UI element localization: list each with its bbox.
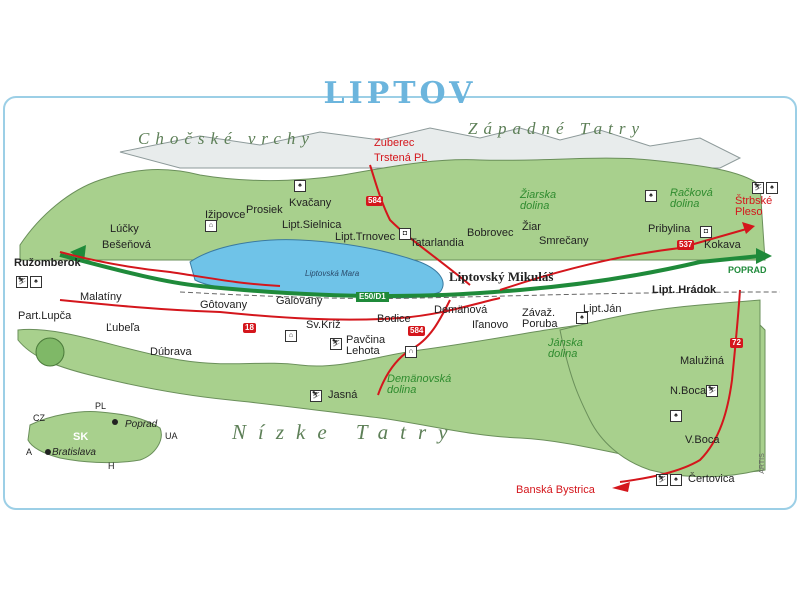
place-lucky: Lúčky xyxy=(110,223,139,235)
place-bobrovec: Bobrovec xyxy=(467,227,514,239)
ski-icon: ⛷ xyxy=(752,182,764,194)
road-ruzomberok-north xyxy=(59,251,281,287)
monument-icon: ⌂ xyxy=(205,220,217,232)
place-demanova: Demänová xyxy=(434,304,488,316)
cable-car-icon: ◘ xyxy=(700,226,712,238)
road-arrow-strbske xyxy=(742,222,755,234)
place-malatiny: Malatíny xyxy=(80,291,122,303)
place-part-lupca: Part.Lupča xyxy=(18,310,72,322)
place-sv-kriz: Sv.Kríž xyxy=(306,319,341,331)
label-liptovska-mara: Liptovská Mara xyxy=(305,269,360,278)
road-arrow-banska xyxy=(612,482,630,492)
compass-emblem xyxy=(35,337,65,367)
dest-strbske-pleso: Štrbské Pleso xyxy=(735,195,773,218)
inset-slovakia xyxy=(27,411,162,464)
cave-icon: ∩ xyxy=(405,346,417,358)
valley-demanovska: Demänovská dolina xyxy=(387,373,452,396)
inset-label-h: H xyxy=(108,461,115,471)
place-n-boca: N.Boca xyxy=(670,385,707,397)
hiking-icon: ♠ xyxy=(294,180,306,192)
place-pribylina: Pribylina xyxy=(648,223,691,235)
inset-label-ua: UA xyxy=(165,431,178,441)
place-jasna: Jasná xyxy=(328,389,358,401)
inset-label-pl: PL xyxy=(95,401,107,411)
bratislava-airport-icon xyxy=(45,449,51,455)
place-tatarlandia: Tatarlandia xyxy=(410,237,464,249)
place-gotovany: Gôtovany xyxy=(200,299,248,311)
road-sign-72: 72 xyxy=(730,338,743,348)
place-lipt-hradok: Lipt. Hrádok xyxy=(652,284,717,296)
cable-car-icon: ◘ xyxy=(399,228,411,240)
ski-icon: ⛷ xyxy=(310,390,322,402)
road-sign-18: 18 xyxy=(243,323,256,333)
hiking-icon: ♠ xyxy=(576,312,588,324)
road-sign-584-south: 584 xyxy=(408,326,426,336)
label-chocske-vrchy: Chočské vrchy xyxy=(138,129,315,148)
hiking-icon: ♠ xyxy=(645,190,657,202)
place-maluzina: Malužiná xyxy=(680,355,725,367)
road-537 xyxy=(499,227,751,291)
dest-trstena: Trstená PL xyxy=(374,152,428,164)
hiking-icon: ♠ xyxy=(766,182,778,194)
place-izipovce: Ižipovce xyxy=(205,209,246,221)
railway xyxy=(179,291,781,300)
place-prosiek: Prosiek xyxy=(246,204,283,216)
place-certovica: Čertovica xyxy=(688,473,735,485)
valley-ziarska: Žiarska dolina xyxy=(520,189,557,212)
monument-icon: ⌂ xyxy=(285,330,297,342)
place-kokava: Kokava xyxy=(704,239,741,251)
ski-icon: ⛷ xyxy=(656,474,668,486)
road-sign-584-north: 584 xyxy=(366,196,384,206)
dest-poprad: POPRAD xyxy=(728,265,767,275)
place-lubela: Ľubeľa xyxy=(106,322,140,334)
hiking-icon: ♠ xyxy=(670,474,682,486)
place-v-boca: V.Boca xyxy=(685,434,720,446)
northern-hills xyxy=(19,157,766,261)
valley-janska: Jánska dolina xyxy=(548,337,583,360)
place-pavcina-lehota: Pavčina Lehota xyxy=(346,334,386,357)
inset-label-sk: SK xyxy=(73,431,89,443)
place-lipt-trnovec: Lipt.Trnovec xyxy=(335,231,396,243)
highway-arrow-east xyxy=(756,248,772,264)
southeast-hills xyxy=(559,299,761,478)
label-zapadne-tatry: Západné Tatry xyxy=(468,119,646,138)
inset-label-a: A xyxy=(26,447,33,457)
place-lipt-jan: Lipt.Ján xyxy=(583,303,622,315)
label-nizke-tatry: Nízke Tatry xyxy=(232,420,460,444)
place-besenova: Bešeňová xyxy=(102,239,151,251)
dest-zuberec: Zuberec xyxy=(374,137,415,149)
road-584-north xyxy=(369,164,471,286)
place-ruzomberok: Ružomberok xyxy=(14,257,81,269)
road-sign-e50: E50/D1 xyxy=(356,292,389,302)
place-smrecany: Smrečany xyxy=(539,235,589,247)
road-sign-537: 537 xyxy=(677,240,695,250)
inset-label-bratislava: Bratislava xyxy=(52,447,96,458)
poprad-airport-icon xyxy=(112,419,118,425)
place-liptovsky-mikulas: Liptovský Mikuláš xyxy=(449,269,554,284)
place-ilanovo: Iľanovo xyxy=(472,319,509,331)
hiking-icon: ♠ xyxy=(670,410,682,422)
map-title: LIPTOV xyxy=(323,76,477,111)
inset-label-poprad: Poprad xyxy=(125,419,158,430)
ski-icon: ⛷ xyxy=(706,385,718,397)
hiking-icon: ♠ xyxy=(30,276,42,288)
place-zavazna-poruba: Závaž. Poruba xyxy=(522,307,558,330)
valley-rackova: Račková dolina xyxy=(670,187,713,210)
place-dubrava: Dúbrava xyxy=(150,346,192,358)
artist-signature: ARTIS xyxy=(758,453,766,474)
inset-label-cz: CZ xyxy=(33,413,45,423)
mountain-silhouette xyxy=(119,127,742,169)
place-galovany: Galovany xyxy=(276,295,323,307)
ski-icon: ⛷ xyxy=(16,276,28,288)
place-lipt-sielnica: Lipt.Sielnica xyxy=(282,219,342,231)
place-bodice: Bodice xyxy=(377,313,411,325)
dest-banska-bystrica: Banská Bystrica xyxy=(516,484,595,496)
road-18 xyxy=(59,297,501,321)
place-ziar: Žiar xyxy=(522,221,541,233)
ski-icon: ⛷ xyxy=(330,338,342,350)
place-kvacany: Kvačany xyxy=(289,197,332,209)
